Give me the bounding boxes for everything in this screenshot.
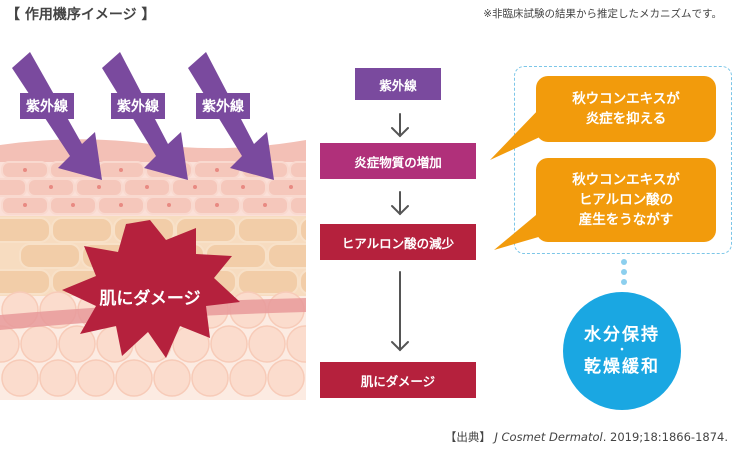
arrow-down-icon (391, 113, 409, 138)
bubble-bottom-line-3: 産生をうながす (578, 212, 674, 228)
damage-burst (62, 220, 240, 358)
flow-step-uv: 紫外線 (355, 68, 441, 100)
source-journal: J Cosmet Dermatol (494, 430, 603, 444)
uv-label-3: 紫外線 (196, 93, 250, 119)
uv-label-2: 紫外線 (111, 93, 165, 119)
bubble-top-line-2: 炎症を抑える (585, 111, 667, 127)
bubble-anti-inflammation: 秋ウコンエキスが 炎症を抑える (536, 76, 716, 142)
flow-step-hyaluronic: ヒアルロン酸の減少 (320, 224, 476, 260)
bubble-bottom-line-1: 秋ウコンエキスが (572, 172, 680, 188)
disclaimer-note: ※非臨床試験の結果から推定したメカニズムです。 (483, 8, 722, 20)
flow-step-damage: 肌にダメージ (320, 362, 476, 398)
uv-label-1: 紫外線 (20, 93, 74, 119)
result-separator: ・ (617, 345, 627, 356)
skin-illustration: 肌にダメージ (0, 52, 306, 400)
benefit-group-frame (514, 66, 732, 254)
page-title: 【 作用機序イメージ 】 (6, 7, 156, 23)
flow-step-inflammation: 炎症物質の増加 (320, 143, 476, 179)
flow-arrows (391, 113, 409, 352)
arrow-down-icon (391, 271, 409, 352)
result-line-1: 水分保持 (584, 325, 660, 345)
arrow-down-icon (391, 191, 409, 216)
result-circle: 水分保持 ・ 乾燥緩和 (563, 292, 681, 410)
result-line-2: 乾燥緩和 (584, 357, 660, 377)
dotted-connector (621, 259, 627, 285)
source-citation: 【出典】 J Cosmet Dermatol. 2019;18:1866-187… (445, 429, 728, 445)
bubble-hyaluronic-production: 秋ウコンエキスが ヒアルロン酸の 産生をうながす (536, 158, 716, 242)
bubble-bottom-line-2: ヒアルロン酸の (578, 192, 674, 208)
damage-label: 肌にダメージ (99, 288, 200, 309)
source-details: . 2019;18:1866-1874. (602, 430, 728, 444)
bubble-top-line-1: 秋ウコンエキスが (572, 91, 680, 107)
bubble-tails (490, 106, 542, 250)
source-prefix: 【出典】 (444, 430, 491, 444)
